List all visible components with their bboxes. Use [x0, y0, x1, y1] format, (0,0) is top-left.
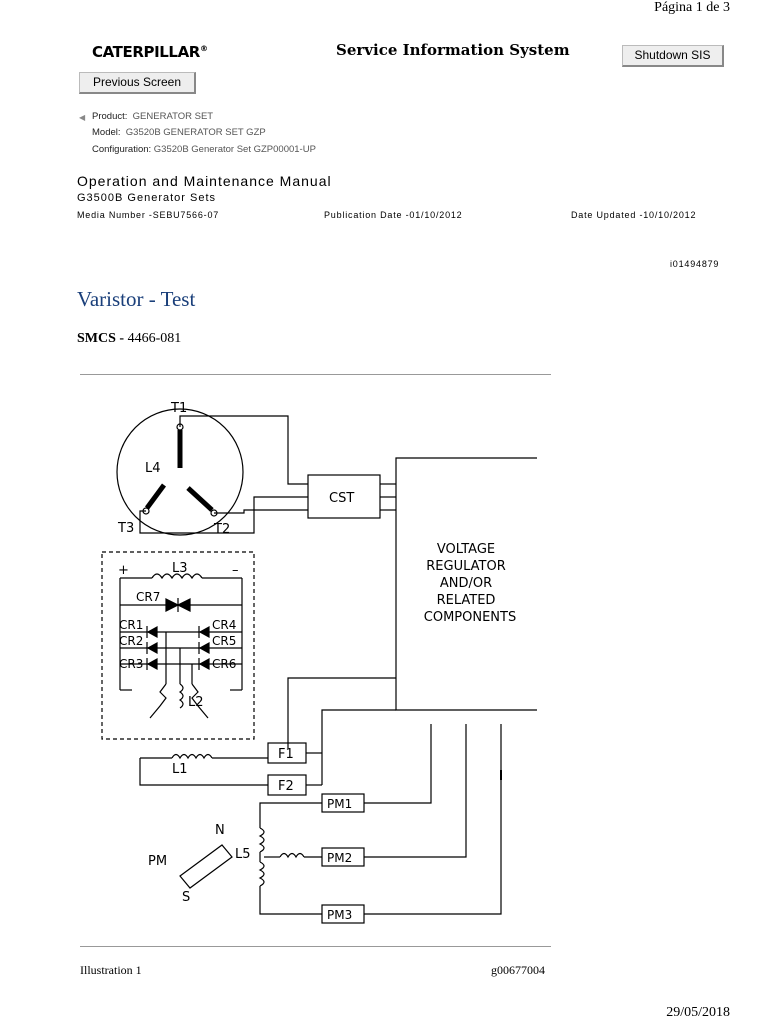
config-value: G3520B Generator Set GZP00001-UP	[153, 144, 316, 155]
label-s: S	[182, 890, 190, 905]
label-l3: L3	[172, 561, 188, 576]
manual-title: Operation and Maintenance Manual	[77, 173, 332, 189]
model-value: G3520B GENERATOR SET GZP	[125, 127, 266, 138]
label-l2: L2	[188, 695, 204, 710]
label-vr-4: RELATED	[437, 593, 496, 608]
permanent-magnet	[179, 844, 233, 889]
illustration-caption: Illustration 1	[80, 963, 142, 977]
label-cr6: CR6	[212, 657, 236, 671]
label-minus: –	[232, 563, 239, 578]
product-row: Product: GENERATOR SET	[92, 111, 213, 122]
label-pm: PM	[148, 854, 167, 869]
label-l4: L4	[145, 461, 161, 476]
system-title: Service Information System	[336, 41, 570, 59]
label-cr1: CR1	[119, 618, 143, 632]
label-pm1: PM1	[327, 797, 352, 811]
label-vr-2: REGULATOR	[426, 559, 505, 574]
top-divider	[80, 374, 551, 375]
configuration-row: Configuration: G3520B Generator Set GZP0…	[92, 144, 316, 155]
label-cst: CST	[329, 491, 354, 506]
config-label: Configuration:	[92, 144, 152, 155]
label-cr2: CR2	[119, 634, 143, 648]
label-vr-3: AND/OR	[440, 576, 492, 591]
label-pm2: PM2	[327, 851, 352, 865]
label-l5: L5	[235, 847, 251, 862]
graphic-id: g00677004	[491, 963, 545, 977]
label-plus: +	[118, 563, 129, 578]
document-id: i01494879	[670, 259, 720, 269]
manual-subtitle: G3500B Generator Sets	[77, 192, 217, 204]
label-t1: T1	[170, 401, 187, 416]
label-pm3: PM3	[327, 908, 352, 922]
caterpillar-logo: CATERPILLAR®	[92, 43, 208, 61]
label-f1: F1	[278, 747, 294, 762]
label-vr-5: COMPONENTS	[424, 610, 516, 625]
label-cr4: CR4	[212, 618, 236, 632]
winding-t2	[186, 486, 214, 512]
label-l1: L1	[172, 762, 188, 777]
voltage-regulator-box	[395, 457, 537, 711]
back-triangle-icon[interactable]: ◀	[79, 113, 86, 122]
smcs-code: SMCS - 4466-081	[77, 331, 182, 346]
footer-date: 29/05/2018	[666, 1005, 730, 1020]
model-row: Model: G3520B GENERATOR SET GZP	[92, 127, 266, 138]
date-updated: Date Updated -10/10/2012	[571, 210, 697, 220]
bottom-divider	[80, 946, 551, 947]
label-cr3: CR3	[119, 657, 143, 671]
label-t3: T3	[117, 521, 134, 536]
shutdown-sis-button[interactable]: Shutdown SIS	[622, 45, 724, 67]
label-cr5: CR5	[212, 634, 236, 648]
model-label: Model:	[92, 127, 121, 138]
previous-screen-button[interactable]: Previous Screen	[79, 72, 196, 94]
label-vr-1: VOLTAGE	[437, 542, 495, 557]
rotating-rectifier-box	[101, 551, 255, 740]
label-f2: F2	[278, 779, 294, 794]
article-title: Varistor - Test	[77, 287, 196, 311]
winding-t3	[144, 483, 167, 510]
publication-date: Publication Date -01/10/2012	[324, 210, 463, 220]
media-number: Media Number -SEBU7566-07	[77, 210, 220, 220]
label-n: N	[215, 823, 225, 838]
product-label: Product:	[92, 111, 128, 122]
generator-circle	[116, 408, 244, 536]
label-t2: T2	[213, 522, 230, 537]
product-value: GENERATOR SET	[132, 111, 214, 122]
page-number: Página 1 de 3	[654, 0, 730, 15]
label-cr7: CR7	[136, 590, 160, 604]
